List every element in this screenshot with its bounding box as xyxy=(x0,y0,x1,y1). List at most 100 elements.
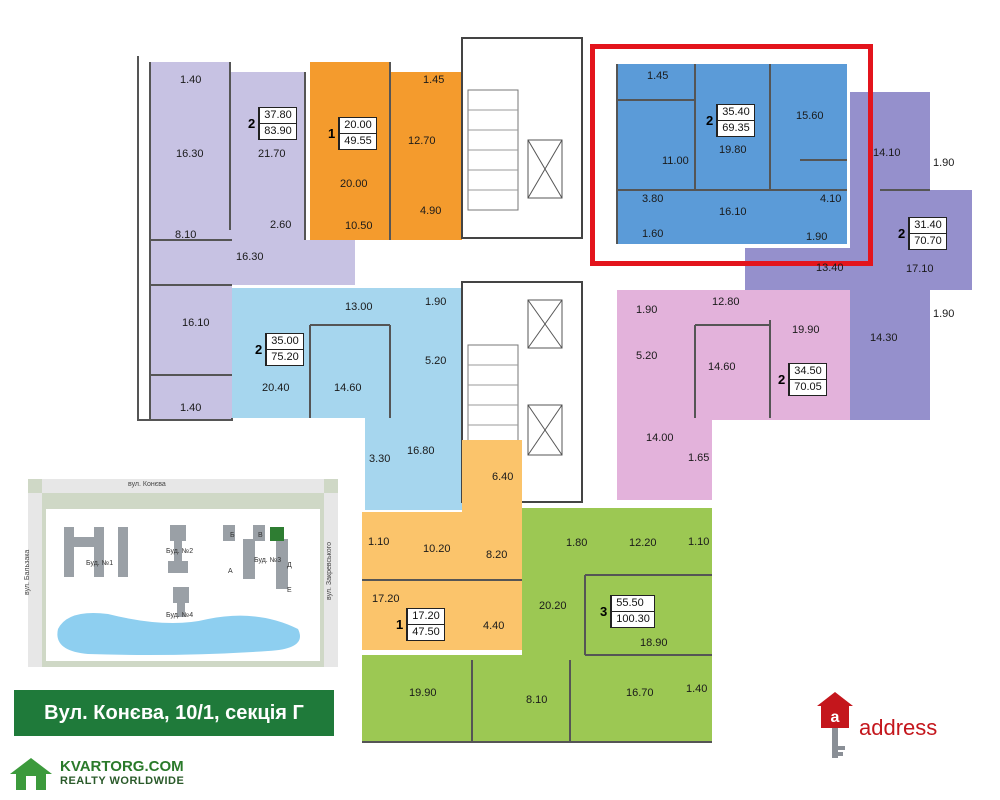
address-caption: Вул. Конєва, 10/1, секція Г xyxy=(14,690,334,736)
house-key-icon: a xyxy=(817,692,853,758)
room-area-label: 1.40 xyxy=(180,402,202,414)
minimap-section-label: Е xyxy=(287,587,292,594)
room-area-label: 1.40 xyxy=(686,683,708,695)
room-area-label: 6.40 xyxy=(492,471,514,483)
room-count: 1 xyxy=(328,126,336,141)
room-area-label: 16.80 xyxy=(407,445,435,457)
apartment-purple-area[interactable] xyxy=(745,92,972,420)
minimap-building-label: Буд. №2 xyxy=(166,548,194,555)
room-area-label: 1.40 xyxy=(180,74,202,86)
living-area: 55.50 xyxy=(612,596,654,612)
kvartorg-logo[interactable]: KVARTORG.COM REALTY WORLDWIDE xyxy=(8,756,184,792)
walls xyxy=(137,56,930,743)
room-area-label: 14.60 xyxy=(708,361,736,373)
room-area-label: 20.00 xyxy=(340,178,368,190)
room-area-label: 8.20 xyxy=(486,549,508,561)
living-area: 20.00 xyxy=(340,118,376,134)
room-area-label: 19.90 xyxy=(792,324,820,336)
current-section-marker xyxy=(270,527,284,541)
total-area: 70.05 xyxy=(794,381,822,393)
apartment-lightblue-area[interactable] xyxy=(232,288,462,510)
house-icon xyxy=(10,758,52,790)
living-area: 35.40 xyxy=(718,105,754,121)
site-minimap xyxy=(28,479,338,667)
room-area-label: 10.20 xyxy=(423,543,451,555)
total-area: 69.35 xyxy=(722,122,750,134)
room-area-label: 10.50 xyxy=(345,220,373,232)
room-area-label: 1.90 xyxy=(933,308,955,320)
total-area: 100.30 xyxy=(616,613,650,625)
room-area-label: 14.30 xyxy=(870,332,898,344)
living-area: 17.20 xyxy=(408,609,444,625)
room-area-label: 18.90 xyxy=(640,637,668,649)
apartment-peach-area[interactable] xyxy=(362,440,522,650)
room-area-label: 1.90 xyxy=(933,157,955,169)
room-area-label: 17.10 xyxy=(906,263,934,275)
total-area: 75.20 xyxy=(271,351,299,363)
pond xyxy=(57,613,300,655)
room-area-label: 16.70 xyxy=(626,687,654,699)
room-area-label: 21.70 xyxy=(258,148,286,160)
room-area-label: 19.90 xyxy=(409,687,437,699)
room-area-label: 14.10 xyxy=(873,147,901,159)
room-area-label: 3.30 xyxy=(369,453,391,465)
room-area-label: 19.80 xyxy=(719,144,747,156)
total-area: 70.70 xyxy=(914,235,942,247)
apartment-lavender-area[interactable] xyxy=(150,62,355,420)
minimap-street-top: вул. Конєва xyxy=(128,481,166,488)
apartment-orange-area[interactable] xyxy=(310,62,462,240)
minimap-section-label: Д xyxy=(287,562,292,569)
total-area: 49.55 xyxy=(344,135,372,147)
address-logo-letter: a xyxy=(831,709,840,726)
room-count: 2 xyxy=(898,226,906,241)
room-area-label: 1.10 xyxy=(368,536,390,548)
minimap-building-label: Буд. №3 xyxy=(254,557,282,564)
apartment-pink-area[interactable] xyxy=(617,290,850,500)
kvartorg-name: KVARTORG.COM xyxy=(60,758,184,775)
apartment-highlighted-area[interactable] xyxy=(617,64,847,244)
stairwell-top xyxy=(461,37,583,239)
total-area: 47.50 xyxy=(412,626,440,638)
room-count: 3 xyxy=(600,604,608,619)
room-count: 2 xyxy=(248,116,256,131)
room-area-label: 1.90 xyxy=(806,231,828,243)
room-area-label: 11.00 xyxy=(662,155,689,167)
room-area-label: 12.70 xyxy=(408,135,436,147)
room-area-label: 20.20 xyxy=(539,600,567,612)
room-area-label: 13.40 xyxy=(816,262,844,274)
room-area-label: 14.60 xyxy=(334,382,362,394)
minimap-building-label: Буд. №4 xyxy=(166,612,194,619)
selected-apartment-highlight xyxy=(590,44,873,266)
minimap-building-label: Буд. №1 xyxy=(86,560,114,567)
room-area-label: 17.20 xyxy=(372,593,400,605)
room-area-label: 8.10 xyxy=(175,229,197,241)
living-area: 31.40 xyxy=(910,218,946,234)
room-area-label: 1.60 xyxy=(642,228,664,240)
room-area-label: 12.80 xyxy=(712,296,740,308)
room-area-label: 1.90 xyxy=(636,304,658,316)
room-area-label: 13.00 xyxy=(345,301,373,313)
room-count: 2 xyxy=(255,342,263,357)
address-logo[interactable]: a address xyxy=(815,690,937,766)
room-count: 2 xyxy=(778,372,786,387)
room-area-label: 14.00 xyxy=(646,432,674,444)
apartment-green-area[interactable] xyxy=(362,508,712,742)
living-area: 34.50 xyxy=(790,364,826,380)
room-area-label: 5.20 xyxy=(636,350,658,362)
living-area: 37.80 xyxy=(260,108,296,124)
room-area-label: 2.60 xyxy=(270,219,292,231)
room-area-label: 8.10 xyxy=(526,694,548,706)
room-area-label: 1.65 xyxy=(688,452,710,464)
room-area-label: 1.10 xyxy=(688,536,710,548)
room-area-label: 1.80 xyxy=(566,537,588,549)
room-area-label: 4.10 xyxy=(820,193,842,205)
